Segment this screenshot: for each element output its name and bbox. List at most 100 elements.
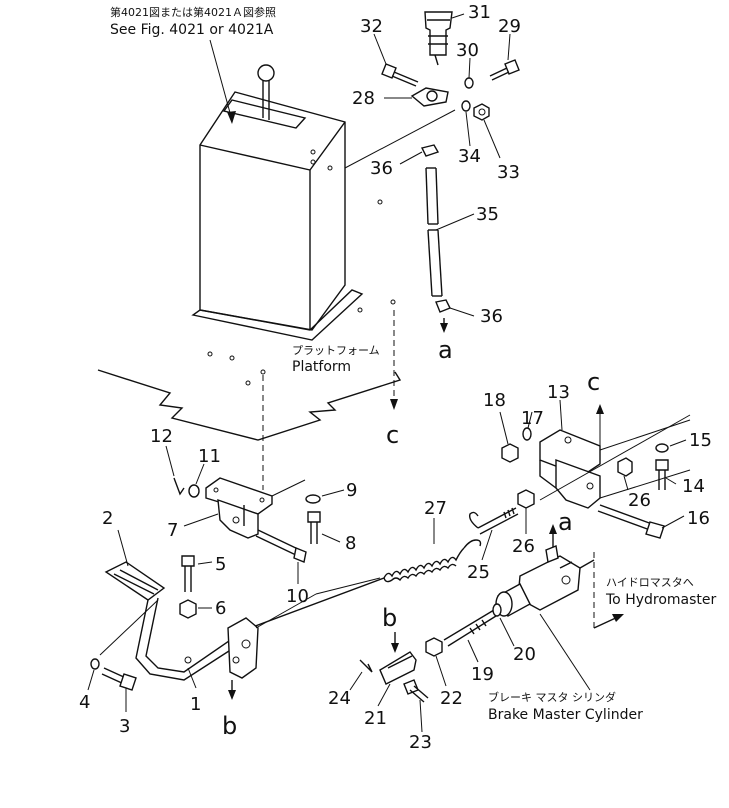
- control-box: [191, 64, 364, 341]
- part-number-32: 32: [360, 16, 383, 37]
- part-number-17: 17: [521, 408, 544, 429]
- letter-b-right: b: [382, 604, 397, 632]
- clevis-21: [379, 651, 417, 685]
- master-cylinder-en: Brake Master Cylinder: [488, 707, 643, 723]
- leader-12: [165, 445, 175, 477]
- reference-arrow: [227, 111, 236, 124]
- leader-25: [481, 529, 493, 561]
- bracket-bottom-leader: [599, 469, 691, 499]
- nut-22: [425, 637, 443, 657]
- part-number-3: 3: [119, 716, 130, 737]
- leader-24: [349, 671, 363, 691]
- nut-26-bottom: [517, 489, 535, 509]
- hydromaster-en: To Hydromaster: [605, 592, 717, 608]
- part-number-6: 6: [215, 598, 226, 619]
- part-number-30: 30: [456, 40, 479, 61]
- bracket-top-leader: [539, 414, 691, 501]
- part-number-34: 34: [458, 146, 481, 167]
- part-number-26b: 26: [512, 536, 535, 557]
- part-number-19: 19: [471, 664, 494, 685]
- platform-jp: プラットフォーム: [292, 344, 380, 357]
- clamp-36-bottom: [435, 299, 451, 313]
- part-number-2: 2: [102, 508, 113, 529]
- part-number-7: 7: [167, 520, 178, 541]
- c-arrow-left: [390, 399, 398, 410]
- part-number-36a: 36: [370, 158, 393, 179]
- oil-cup-31: [424, 11, 453, 66]
- part-number-20: 20: [513, 644, 536, 665]
- part-number-15: 15: [689, 430, 712, 451]
- bracket-7-leader: [271, 479, 306, 497]
- leader-36b: [449, 307, 475, 317]
- part-number-29: 29: [498, 16, 521, 37]
- master-cylinder-jp: ブレーキ マスタ シリンダ: [488, 690, 616, 704]
- master-cylinder-leader: [539, 613, 591, 691]
- rod-25: [468, 507, 519, 535]
- leader-31: [451, 13, 465, 19]
- leader-20: [499, 617, 515, 647]
- leader-36a: [399, 151, 423, 165]
- hydromaster-connection: [579, 559, 595, 569]
- part-number-21: 21: [364, 708, 387, 729]
- pedal-lever-1: [135, 597, 259, 681]
- leader-26a: [623, 475, 629, 491]
- part-number-11: 11: [198, 446, 221, 467]
- reference-jp: 第4021図または第4021Ａ図参照: [110, 5, 276, 19]
- nut-18: [501, 443, 519, 463]
- pedal-leader: [99, 599, 159, 656]
- hose-35: [425, 167, 443, 297]
- washer-34: [461, 100, 471, 112]
- leader-35: [435, 213, 475, 231]
- leader-4: [87, 669, 95, 691]
- washer-17: [522, 427, 532, 441]
- letter-b-left: b: [222, 712, 237, 740]
- part-number-28: 28: [352, 88, 375, 109]
- leader-13: [559, 399, 563, 431]
- cotter-pin-24: [359, 659, 373, 673]
- pin-10: [255, 529, 307, 563]
- spring-27: [383, 539, 482, 583]
- push-rod-19: [443, 609, 497, 647]
- a-arrow-top: [440, 323, 448, 333]
- brake-pedal-2: [104, 561, 166, 601]
- part-number-22: 22: [440, 688, 463, 709]
- washer-30: [464, 77, 474, 89]
- bolt-14: [655, 459, 669, 490]
- part-number-4: 4: [79, 692, 90, 713]
- clamp-36-top: [420, 144, 440, 157]
- part-number-33: 33: [497, 162, 520, 183]
- leader-9: [321, 489, 345, 497]
- part-number-24: 24: [328, 688, 351, 709]
- nut-6: [179, 599, 197, 619]
- washer-11: [188, 484, 200, 498]
- spring-connect-leader: [315, 577, 381, 595]
- hydromaster-arrow: [612, 614, 624, 622]
- b-arrow-left: [228, 690, 236, 700]
- nut-33-hole: [478, 108, 486, 116]
- leader-18: [499, 411, 509, 445]
- brake-master-cylinder: [495, 545, 581, 617]
- nut-33: [473, 103, 490, 121]
- leader-11: [195, 463, 205, 485]
- nut-26-top: [617, 457, 633, 477]
- part-number-35: 35: [476, 204, 499, 225]
- letter-a-top: a: [438, 336, 453, 364]
- leader-8: [321, 533, 341, 543]
- part-number-12: 12: [150, 426, 173, 447]
- part-number-10: 10: [286, 586, 309, 607]
- part-number-18: 18: [483, 390, 506, 411]
- a-arrow-bottom: [549, 524, 557, 534]
- clamp-28: [410, 87, 449, 107]
- letter-c-right: c: [587, 368, 600, 396]
- part-number-9: 9: [346, 480, 357, 501]
- reference-leader: [209, 39, 233, 121]
- c-arrow-right: [596, 404, 604, 414]
- platform-en: Platform: [292, 359, 351, 375]
- washer-20: [492, 603, 502, 617]
- leader-32: [373, 33, 387, 65]
- letter-c-left: c: [386, 421, 399, 449]
- leader-14: [665, 477, 677, 485]
- part-number-36b: 36: [480, 306, 503, 327]
- part-number-27: 27: [424, 498, 447, 519]
- leader-1: [187, 667, 197, 689]
